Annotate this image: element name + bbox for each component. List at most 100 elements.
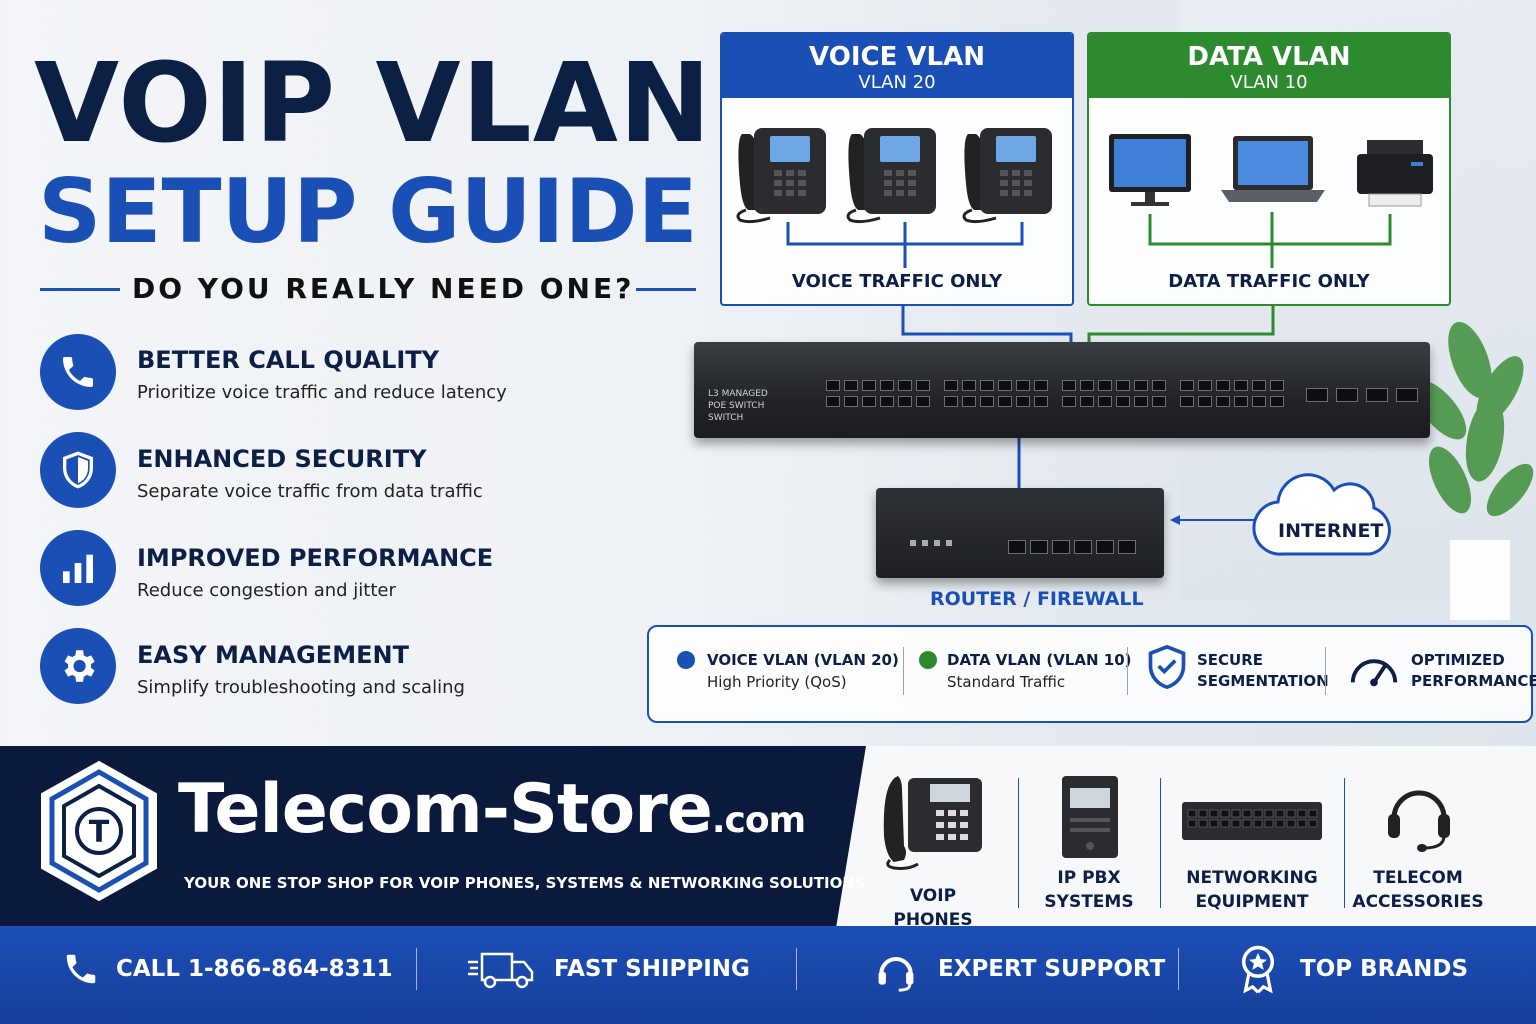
switch-port [826,396,840,407]
product-accessories[interactable]: TELECOM ACCESSORIES [1352,866,1484,914]
mini-switch-port [1231,809,1241,818]
speedometer-icon [1350,659,1398,687]
switch-port [1252,396,1266,407]
bar-chart-icon [40,530,116,606]
footer-bar [0,926,1536,1024]
internet-label: INTERNET [1278,520,1384,542]
product-voip-phones[interactable]: VOIP PHONES [870,884,996,932]
switch-port [1216,380,1230,391]
switch-port [916,396,930,407]
footer-call[interactable]: CALL 1-866-864-8311 [116,956,393,982]
legend-voice-sub: High Priority (QoS) [707,673,847,691]
legend-secure-line2: SEGMENTATION [1197,672,1329,690]
footer-brands[interactable]: TOP BRANDS [1300,956,1469,982]
switch-label-1: L3 MANAGED [708,389,768,399]
switch-port [862,396,876,407]
switch-port [1198,380,1212,391]
product-accessories-line2: ACCESSORIES [1352,892,1484,912]
benefit-desc-security: Separate voice traffic from data traffic [137,481,483,502]
mini-switch-port [1198,809,1208,818]
subtitle: DO YOU REALLY NEED ONE? [132,272,635,305]
switch-port [998,380,1012,391]
logo-letter: T [89,815,110,850]
switch-port [1080,396,1094,407]
router-firewall [876,488,1164,578]
mini-switch-port [1242,809,1252,818]
switch-port [1134,396,1148,407]
data-vlan-title: DATA VLAN [1187,42,1351,72]
brand-name-main: Telecom-Store [178,770,713,849]
legend-data-sub: Standard Traffic [947,673,1066,691]
benefit-title-performance: IMPROVED PERFORMANCE [137,544,494,572]
product-networking-line1: NETWORKING [1186,868,1318,888]
switch-port [1098,396,1112,407]
switch-port [1034,396,1048,407]
switch-port [1062,380,1076,391]
truck-icon [468,952,534,989]
desk-phone-icon [883,776,982,870]
voice-vlan-box: VOICE VLAN VLAN 20 VOICE TRAFFIC ONLY [720,32,1074,306]
ip-phones-group [736,126,1054,268]
subtitle-rule-left [40,288,120,291]
switch-port [1062,396,1076,407]
mini-switch-port [1297,819,1307,828]
sfp-port [1396,388,1418,402]
switch-port [998,396,1012,407]
mini-switch-port [1220,809,1230,818]
switch-port [944,396,958,407]
switch-label-2: POE SWITCH [708,401,765,411]
brand-name: Telecom-Store.com [178,770,806,849]
voice-traffic-label: VOICE TRAFFIC ONLY [791,271,1003,292]
benefit-title-call-quality: BETTER CALL QUALITY [137,346,440,374]
switch-port [880,380,894,391]
switch-port [1216,396,1230,407]
telecom-store-logo: T [41,760,157,902]
benefit-title-security: ENHANCED SECURITY [137,445,427,473]
shield-icon [40,432,116,508]
switch-port [1252,380,1266,391]
benefit-title-management: EASY MANAGEMENT [137,641,409,669]
legend-secure-line1: SECURE [1197,651,1264,669]
benefit-desc-performance: Reduce congestion and jitter [137,580,396,601]
mini-switch-port [1220,819,1230,828]
mini-switch-port [1253,819,1263,828]
voice-vlan-id: VLAN 20 [858,72,936,93]
switch-port [980,380,994,391]
mini-switch-port [1264,809,1274,818]
footer-shipping[interactable]: FAST SHIPPING [554,956,750,982]
switch-port [1234,396,1248,407]
data-vlan-id: VLAN 10 [1230,72,1308,93]
switch-port [1152,380,1166,391]
switch-label-3: SWITCH [708,413,744,423]
product-separator [1344,778,1345,908]
product-accessories-line1: TELECOM [1373,868,1463,888]
data-vlan-header: DATA VLAN VLAN 10 [1089,34,1449,98]
mini-switch-port [1297,809,1307,818]
switch-port [1080,380,1094,391]
headset-icon [1388,790,1450,852]
switch-port [962,380,976,391]
voice-legend-dot [677,651,695,669]
support-headset-icon [878,957,914,992]
product-networking[interactable]: NETWORKING EQUIPMENT [1180,866,1324,914]
mini-switch-port [1286,819,1296,828]
product-networking-line2: EQUIPMENT [1195,892,1309,912]
subtitle-rule-right [636,288,696,291]
pbx-server-icon [1062,776,1118,858]
product-ip-pbx[interactable]: IP PBX SYSTEMS [1030,866,1148,914]
product-ip-pbx-line2: SYSTEMS [1044,892,1134,912]
network-switch-icon [1182,802,1322,840]
mini-switch-port [1187,809,1197,818]
switch-port [1134,380,1148,391]
footer-phone-icon [66,954,96,984]
phone-icon [40,334,116,410]
switch-port [880,396,894,407]
switch-port [1198,396,1212,407]
switch-port [1016,380,1030,391]
switch-port [862,380,876,391]
footer-support[interactable]: EXPERT SUPPORT [938,956,1166,982]
sfp-port [1366,388,1388,402]
legend-separator [1325,647,1326,695]
mini-switch-port [1209,809,1219,818]
legend-optimized-line1: OPTIMIZED [1411,651,1505,669]
